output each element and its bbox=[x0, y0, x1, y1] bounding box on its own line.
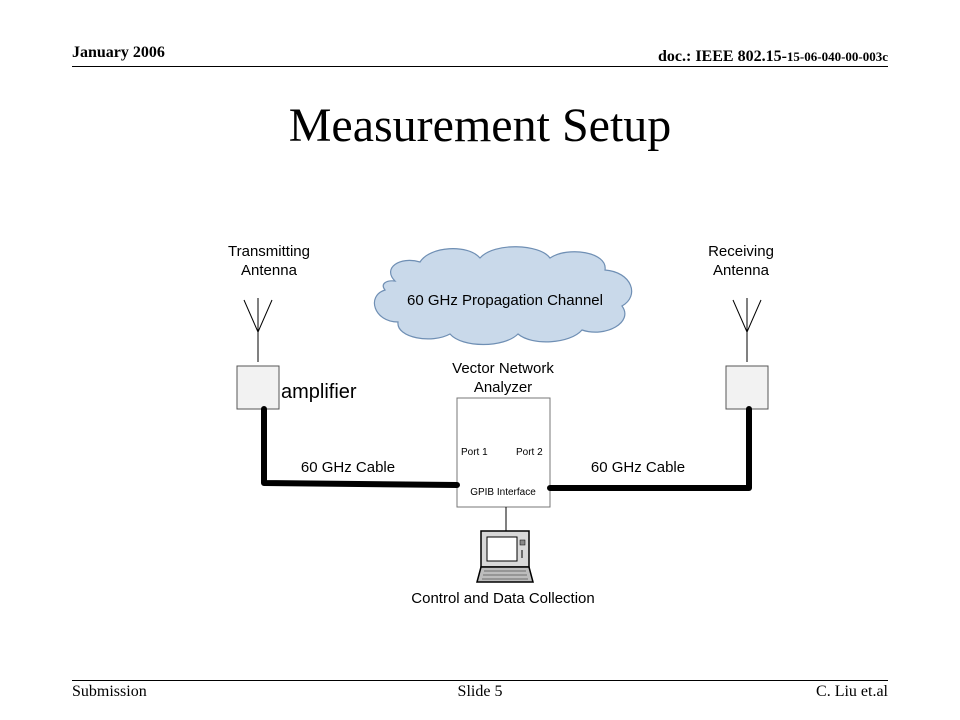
vna-label-line2: Analyzer bbox=[474, 379, 532, 396]
vna-port1-label: Port 1 bbox=[461, 447, 488, 458]
footer-slide-number: Slide 5 bbox=[457, 683, 503, 700]
receiving-antenna-label-line2: Antenna bbox=[713, 262, 770, 279]
vna-label-line1: Vector Network bbox=[452, 360, 554, 377]
transmitting-antenna-label-line2: Antenna bbox=[241, 262, 298, 279]
footer-authors: C. Liu et.al bbox=[816, 683, 888, 700]
footer-divider bbox=[72, 680, 888, 681]
rx-front-end-box bbox=[725, 365, 769, 410]
header-doc-suffix: 15-06-040-00-003c bbox=[786, 49, 888, 64]
footer-submission: Submission bbox=[72, 683, 147, 700]
receiving-antenna-icon bbox=[732, 298, 762, 362]
propagation-channel-cloud bbox=[373, 246, 633, 345]
receiving-antenna-label-line1: Receiving bbox=[708, 243, 774, 260]
laptop-computer-icon bbox=[476, 530, 534, 583]
propagation-channel-label: 60 GHz Propagation Channel bbox=[407, 292, 603, 309]
right-60ghz-cable bbox=[547, 406, 752, 491]
transmitting-antenna-icon bbox=[243, 298, 273, 362]
transmitting-antenna-label-line1: Transmitting bbox=[228, 243, 310, 260]
right-cable-label: 60 GHz Cable bbox=[591, 459, 685, 476]
header-doc-prefix: doc.: IEEE 802.15- bbox=[658, 48, 787, 65]
vna-port2-label: Port 2 bbox=[516, 447, 543, 458]
header-doc-id: doc.: IEEE 802.15-15-06-040-00-003c bbox=[658, 48, 888, 66]
slide-title: Measurement Setup bbox=[288, 99, 672, 152]
left-60ghz-cable bbox=[261, 406, 460, 488]
amplifier-label: amplifier bbox=[281, 381, 357, 403]
vna-box bbox=[456, 397, 551, 508]
left-cable-label: 60 GHz Cable bbox=[301, 459, 395, 476]
control-data-collection-label: Control and Data Collection bbox=[411, 590, 594, 607]
vna-gpib-label: GPIB Interface bbox=[470, 487, 536, 498]
header-date: January 2006 bbox=[72, 44, 165, 61]
tx-amplifier-box bbox=[236, 365, 280, 410]
header-divider bbox=[72, 66, 888, 67]
